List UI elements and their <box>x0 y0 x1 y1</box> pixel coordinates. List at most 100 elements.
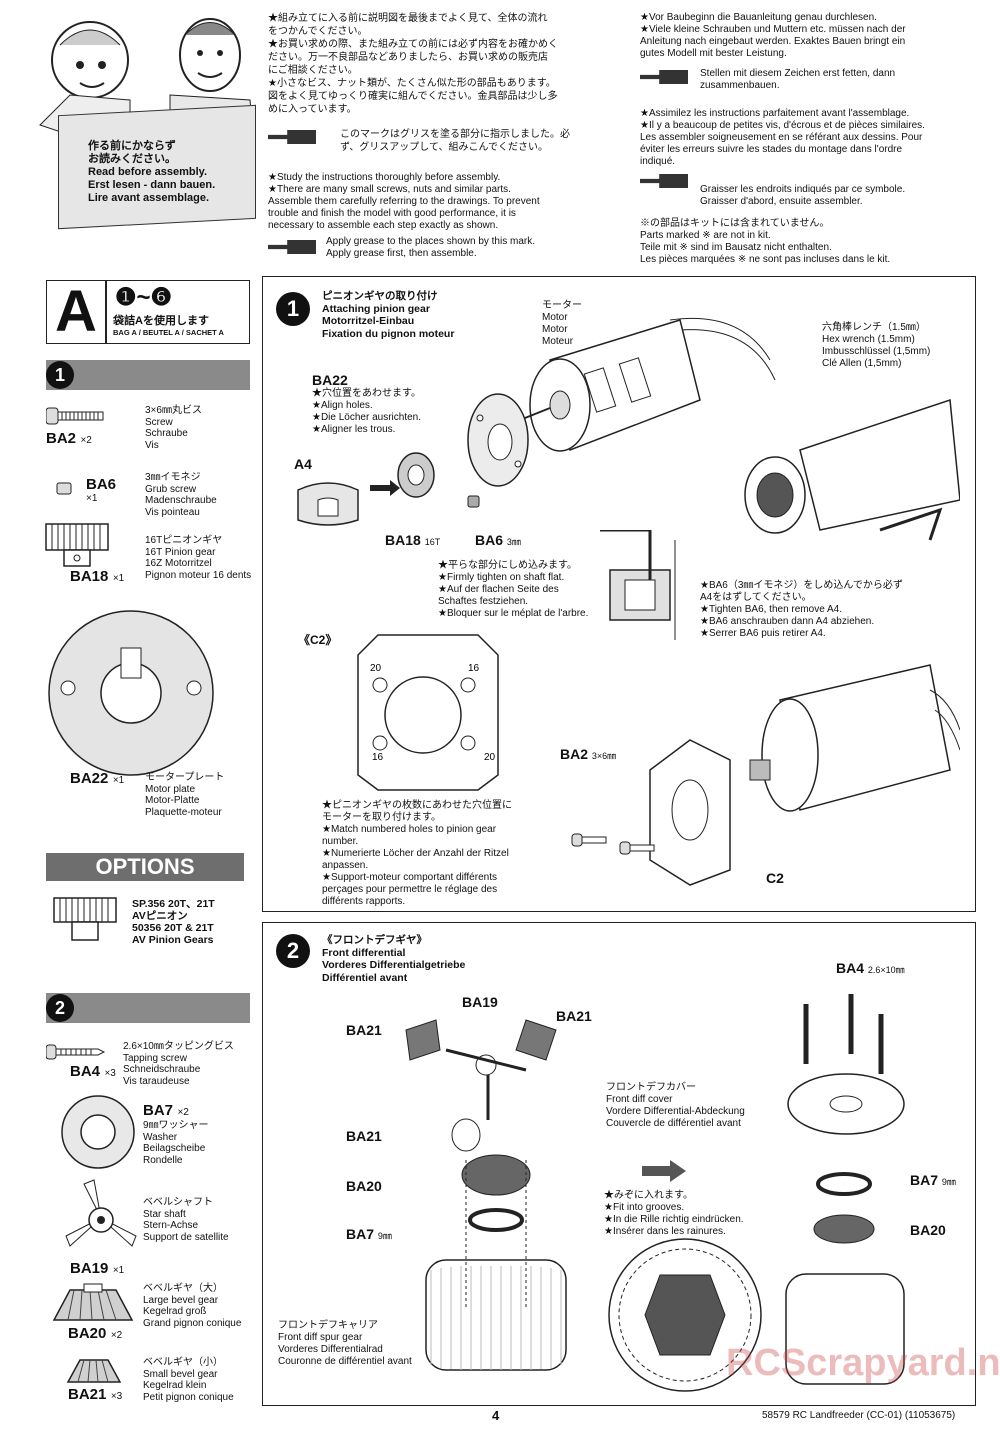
ba18-label: BA18 16T <box>385 532 441 548</box>
bag-letter-box: A <box>46 280 106 344</box>
c2-num-20-top: 20 <box>370 663 382 674</box>
a4-tool-drawing <box>297 482 359 526</box>
motor-label: モーター Motor Motor Moteur <box>542 300 582 347</box>
align-note: ★穴位置をあわせます。 ★Align holes. ★Die Löcher au… <box>312 388 422 435</box>
read-before-text: 作る前にかならず お読みください。 Read before assembly. … <box>88 140 216 204</box>
motor-assembly-drawing <box>649 664 960 886</box>
tighten-flat-note: ★平らな部分にしめ込みます。 ★Firmly tighten on shaft … <box>438 560 589 619</box>
part-ba6: BA6 ×1 <box>86 476 117 504</box>
step1-bar <box>46 360 250 390</box>
ba7-label-left: BA7 9㎜ <box>346 1226 392 1242</box>
grease-mark-icon <box>640 174 688 188</box>
bag-jp: 袋詰Aを使用します <box>113 315 209 327</box>
arrow-icon <box>370 480 400 496</box>
diff-inserted-drawing <box>608 1238 762 1392</box>
fr-grease: Graisser les endroits indiqués par ce sy… <box>700 184 906 207</box>
ba7-label-right: BA7 9㎜ <box>910 1172 956 1188</box>
page-number: 4 <box>492 1408 500 1423</box>
star-shaft-icon <box>65 1179 137 1247</box>
de-grease: Stellen mit diesem Zeichen erst fetten, … <box>700 68 896 91</box>
part-ba19-desc: ベベルシャフト Star shaft Stern-Achse Support d… <box>143 1197 229 1243</box>
c2-bottom-label: C2 <box>766 870 784 886</box>
step1-title: ピニオンギヤの取り付け Attaching pinion gear Motorr… <box>322 290 455 340</box>
pinion-gear-icon <box>45 523 109 567</box>
motor-plate-drawing <box>467 393 529 487</box>
part-ba18-desc: 16Tピニオンギヤ 16T Pinion gear 16Z Motorritze… <box>145 535 252 581</box>
part-ba19: BA19 ×1 <box>70 1260 125 1277</box>
options-text: SP.356 20T、21T AVピニオン 50356 20T & 21T AV… <box>132 898 215 946</box>
not-in-kit-note: ※の部品はキットには含まれていません。 Parts marked ※ are n… <box>640 218 891 265</box>
screws-drawing <box>571 833 655 855</box>
tapping-screw-icon <box>46 1044 106 1060</box>
part-ba18: BA18 ×1 <box>70 568 125 585</box>
part-ba2: BA2 ×2 <box>46 430 92 447</box>
ba4-label: BA4 2.6×10㎜ <box>836 960 905 976</box>
watermark: RCScrapyard.net <box>726 1342 1000 1384</box>
carrier-label: フロントデフキャリア Front diff spur gear Vorderes… <box>278 1320 412 1367</box>
part-ba22: BA22 ×1 <box>70 770 125 787</box>
step2-bar <box>46 993 250 1023</box>
grub-screw-icon <box>56 482 72 495</box>
match-holes-note: ★ピニオンギヤの枚数にあわせた穴位置に モーターを取り付けます。 ★Match … <box>322 800 512 907</box>
bag-info-box: ❶~❻ 袋詰Aを使用します BAG A / BEUTEL A / SACHET … <box>106 280 250 344</box>
a4-label: A4 <box>294 456 312 472</box>
setscrew-detail-drawing <box>600 530 676 640</box>
part-ba6-desc: 3㎜イモネジ Grub screw Madenschraube Vis poin… <box>145 472 217 518</box>
ba20-label-left: BA20 <box>346 1178 382 1194</box>
bag-letter: A <box>55 279 97 344</box>
ba19-label: BA19 <box>462 994 498 1010</box>
motor-plate-icon <box>48 610 214 776</box>
part-ba4: BA4 ×3 <box>70 1063 116 1080</box>
step2-badge: 2 <box>46 994 74 1022</box>
ba21-label-left: BA21 <box>346 1022 382 1038</box>
ba2-label: BA2 3×6㎜ <box>560 746 617 762</box>
c2-plate-drawing: 20 16 16 20 <box>357 634 499 791</box>
grooves-note: ★みぞに入れます。 ★Fit into grooves. ★In die Ril… <box>604 1190 744 1237</box>
hex-wrench-drawing <box>744 398 960 541</box>
pinion-drawing <box>397 452 435 498</box>
grub-screw-drawing <box>467 495 480 508</box>
c2-num-16-bottom: 16 <box>372 752 384 763</box>
de-intro: ★Vor Baubeginn die Bauanleitung genau du… <box>640 12 906 59</box>
part-ba20-desc: ベベルギヤ（大） Large bevel gear Kegelrad groß … <box>143 1283 242 1329</box>
en-intro: ★Study the instructions thoroughly befor… <box>268 172 540 231</box>
c2-num-16-top: 16 <box>468 663 480 674</box>
step1-panel <box>262 276 976 912</box>
hex-wrench-label: 六角棒レンチ（1.5㎜） Hex wrench (1.5mm) Imbussch… <box>822 322 931 369</box>
fr-intro: ★Assimilez les instructions parfaitement… <box>640 108 925 167</box>
step2-main-badge: 2 <box>276 934 310 968</box>
part-ba21-desc: ベベルギヤ（小） Small bevel gear Kegelrad klein… <box>143 1357 234 1403</box>
part-ba21: BA21 ×3 <box>68 1386 123 1403</box>
c2-num-20-bottom: 20 <box>484 752 496 763</box>
c2-label: 《C2》 <box>298 633 338 647</box>
step1-badge: 1 <box>46 361 74 389</box>
process-arrow-icon <box>642 1160 686 1182</box>
part-ba7-desc: 9㎜ワッシャー Washer Beilagscheibe Rondelle <box>143 1120 209 1166</box>
model-code: 58579 RC Landfreeder (CC-01) (11053675) <box>762 1410 956 1421</box>
part-ba20: BA20 ×2 <box>68 1325 123 1342</box>
options-banner: OPTIONS <box>46 853 244 881</box>
large-bevel-gear-icon <box>52 1283 134 1321</box>
bag-step-range: ❶~❻ <box>115 284 173 311</box>
en-grease: Apply grease to the places shown by this… <box>326 236 535 259</box>
diff-exploded-drawing <box>405 1019 567 1371</box>
part-ba7: BA7 ×2 <box>143 1102 189 1119</box>
step1-main-badge: 1 <box>276 292 310 326</box>
part-ba4-desc: 2.6×10㎜タッピングビス Tapping screw Schneidschr… <box>123 1041 234 1087</box>
ba21-label-lower: BA21 <box>346 1128 382 1144</box>
screw-icon <box>46 407 104 425</box>
washer-icon <box>61 1095 135 1169</box>
bag-label: BAG A / BEUTEL A / SACHET A <box>113 328 224 337</box>
ba22-label: BA22 <box>312 372 348 388</box>
small-bevel-gear-icon <box>66 1359 122 1383</box>
part-ba2-desc: 3×6㎜丸ビス Screw Schraube Vis <box>145 405 202 451</box>
grease-mark-icon <box>640 70 688 84</box>
tighten-ba6-note: ★BA6（3㎜イモネジ）をしめ込んでから必ず A4をはずしてください。 ★Tig… <box>700 580 903 639</box>
ba20-label-right: BA20 <box>910 1222 946 1238</box>
motor-drawing <box>519 317 776 452</box>
ba6-label: BA6 3㎜ <box>475 532 521 548</box>
step2-title: 《フロントデフギヤ》 Front differential Vorderes D… <box>322 934 466 984</box>
jp-intro: ★組み立てに入る前に説明図を最後までよく見て、全体の流れ をつかんでください。 … <box>268 13 558 115</box>
grease-mark-icon <box>268 130 316 144</box>
step2-panel <box>262 922 976 1406</box>
